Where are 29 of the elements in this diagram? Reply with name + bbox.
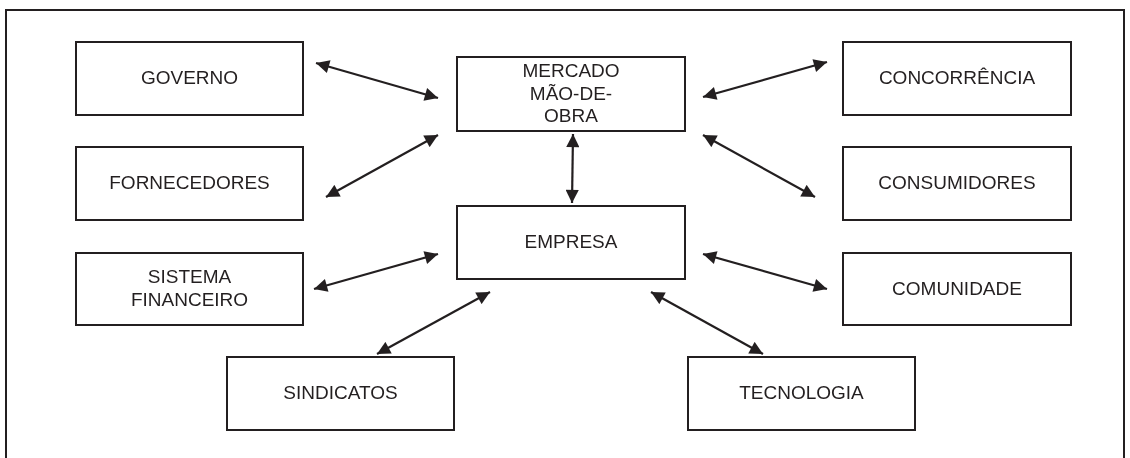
entity-box — [842, 252, 1072, 326]
entity-box — [456, 56, 686, 132]
double-arrow — [702, 251, 828, 292]
double-arrow — [313, 251, 439, 292]
box-label: EMPRESA — [524, 231, 618, 254]
entity-box — [75, 146, 304, 221]
box-label: COMUNIDADE — [892, 277, 1022, 301]
double-arrow — [376, 291, 491, 355]
box-label: TECNOLOGIA — [739, 382, 864, 405]
double-arrow — [702, 59, 828, 100]
double-arrow — [565, 134, 580, 203]
box-label: CONCORRÊNCIA — [878, 67, 1036, 90]
entity-box — [842, 146, 1072, 221]
double-arrow — [702, 134, 816, 198]
entity-box — [226, 356, 455, 431]
double-arrow — [650, 291, 764, 355]
entity-box — [687, 356, 916, 431]
entity-box — [842, 41, 1072, 116]
box-label: CONSUMIDORES — [878, 172, 1036, 195]
box-label: SINDICATOS — [283, 382, 398, 405]
entity-box — [456, 205, 686, 280]
entity-box — [75, 252, 304, 326]
double-arrow — [315, 60, 439, 101]
box-label: FORNECEDORES — [109, 172, 270, 195]
double-arrow — [325, 134, 439, 198]
box-label: GOVERNO — [140, 67, 239, 90]
box-label: MERCADO MÃO-DE-OBRA — [521, 59, 621, 129]
entity-box — [75, 41, 304, 116]
box-label: SISTEMA FINANCEIRO — [129, 266, 250, 312]
